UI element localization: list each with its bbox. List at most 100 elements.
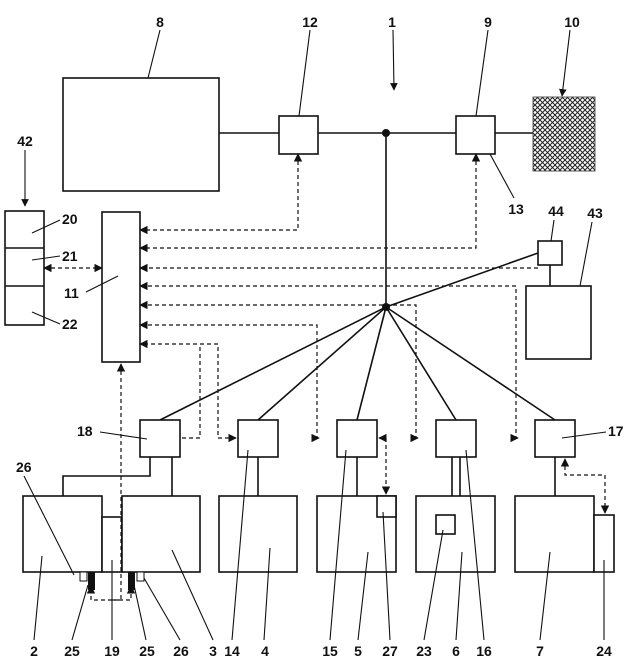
branch-44	[385, 252, 539, 308]
leader-2	[33, 555, 43, 641]
leader-1	[390, 29, 398, 91]
leader-6	[455, 551, 463, 641]
leader-5	[357, 551, 369, 641]
leader-44	[550, 219, 555, 242]
block-7	[514, 495, 595, 573]
leader-18	[99, 431, 148, 440]
label-1: 1	[388, 14, 396, 30]
sensor-26-right	[136, 571, 145, 582]
leader-23	[423, 529, 444, 641]
leader-27	[382, 511, 391, 641]
label-8: 8	[156, 14, 164, 30]
node-15	[336, 419, 378, 458]
label-13: 13	[508, 201, 524, 217]
signal-14	[139, 339, 237, 443]
leader-25-right	[133, 584, 147, 641]
label-42: 42	[17, 133, 33, 149]
sensor-25-left	[88, 572, 95, 590]
leader-43	[579, 221, 593, 287]
block-8	[62, 77, 220, 192]
branch-16	[385, 306, 457, 421]
label-43: 43	[587, 205, 603, 221]
label-19: 19	[104, 643, 120, 659]
signal-16	[139, 300, 419, 443]
node-14	[237, 419, 279, 458]
label-6: 6	[452, 643, 460, 659]
block-43	[525, 285, 592, 360]
leader-3	[171, 549, 214, 641]
grid-10	[532, 96, 596, 172]
switch-12	[278, 115, 319, 155]
label-2: 2	[30, 643, 38, 659]
branch-14	[257, 306, 387, 421]
label-23: 23	[416, 643, 432, 659]
signal-17	[139, 281, 519, 443]
leader-16	[465, 449, 485, 641]
memory-42	[4, 210, 45, 326]
leader-12	[298, 29, 311, 117]
label-26-left: 26	[16, 459, 32, 475]
signal-15	[139, 320, 320, 443]
block-4	[218, 495, 298, 573]
block-2	[22, 495, 103, 573]
signal-11-25	[86, 363, 126, 601]
signal-24	[560, 458, 610, 514]
block-3	[121, 495, 201, 573]
branch-18	[159, 306, 387, 421]
label-12: 12	[302, 14, 318, 30]
label-4: 4	[261, 643, 269, 659]
label-24: 24	[596, 643, 612, 659]
link-18-2	[62, 457, 151, 496]
label-20: 20	[62, 211, 78, 227]
label-15: 15	[322, 643, 338, 659]
label-18: 18	[77, 423, 93, 439]
leader-20	[31, 219, 61, 234]
label-27: 27	[382, 643, 398, 659]
sensor-25-right	[128, 572, 135, 590]
label-25-left: 25	[64, 643, 80, 659]
sensor-27	[376, 495, 397, 518]
signal-18	[182, 344, 201, 439]
leader-10	[559, 29, 571, 97]
leader-8	[147, 29, 161, 79]
leader-4	[263, 547, 271, 641]
leader-21	[31, 255, 61, 261]
controller-11	[101, 211, 141, 363]
leader-9	[475, 29, 489, 117]
node-16	[435, 419, 477, 458]
label-7: 7	[536, 643, 544, 659]
label-5: 5	[354, 643, 362, 659]
sensor-23	[435, 514, 456, 535]
label-22: 22	[62, 316, 78, 332]
leader-14	[231, 449, 249, 641]
label-16: 16	[476, 643, 492, 659]
upper-junction	[382, 129, 390, 137]
leader-25-left	[71, 584, 89, 641]
leader-26-left	[23, 475, 75, 576]
leader-13	[489, 153, 515, 199]
signal-9	[139, 153, 481, 253]
node-17	[534, 419, 576, 458]
label-9: 9	[484, 14, 492, 30]
label-21: 21	[62, 248, 78, 264]
unit-44	[537, 240, 563, 266]
label-11: 11	[64, 285, 79, 301]
signal-27	[378, 433, 391, 495]
leader-7	[539, 551, 551, 641]
leader-17	[561, 431, 607, 439]
sensor-26-left	[79, 571, 88, 582]
leader-15	[329, 449, 347, 641]
leader-11	[85, 275, 119, 293]
switch-9	[455, 115, 496, 155]
branch-15	[356, 306, 387, 421]
link-16-6	[451, 457, 461, 496]
signal-25-right	[112, 585, 136, 601]
label-17: 17	[608, 423, 624, 439]
label-14: 14	[224, 643, 240, 659]
label-26-right: 26	[173, 643, 189, 659]
label-10: 10	[564, 14, 580, 30]
leader-22	[31, 311, 61, 325]
label-25-right: 25	[139, 643, 155, 659]
